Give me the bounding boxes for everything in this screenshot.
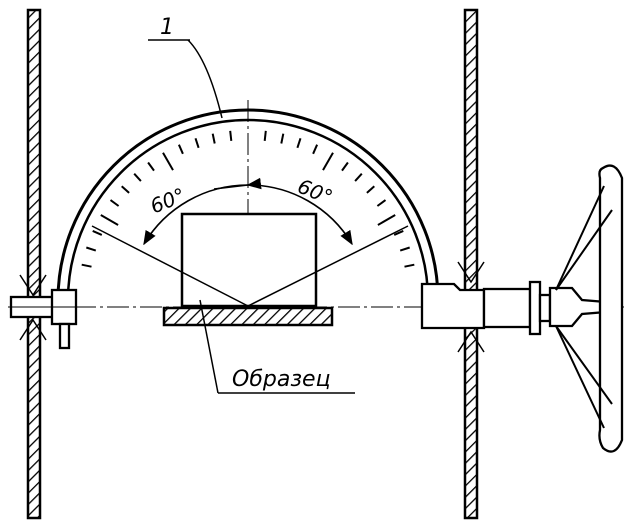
left-wall [26,8,42,520]
dial-tick [312,144,319,155]
angle-rays [91,225,409,307]
dial-tick [229,130,233,142]
dial-tick [133,173,142,182]
dial-tick [263,130,267,142]
dial-tick [399,246,411,252]
dial-tick [85,246,97,252]
dial-tick [92,229,103,236]
right-clamp-assembly [420,280,612,336]
base-plate [162,306,334,327]
dial-tick [377,214,396,226]
dial-tick [296,137,302,149]
right-clamp-arrows [457,261,485,353]
dial-tick [376,199,387,207]
dial-tick [162,152,174,171]
dial-tick [81,263,92,268]
dial-tick [341,161,349,172]
specimen-label: Образец [232,367,331,392]
dial-tick [366,185,375,194]
specimen-block [180,212,318,308]
dial-tick [109,199,120,207]
left-clamp-arrows [19,274,47,341]
left-clamp [9,288,78,350]
angle-arcs [143,177,353,246]
dial-tick [211,133,216,144]
dial-tick [121,185,130,194]
dial-arc [56,108,440,301]
dial-graduations [81,130,415,268]
dial-tick [194,137,200,149]
angle-label-right: 60° [294,174,336,210]
specimen-leader [199,299,355,394]
dial-tick [354,173,363,182]
dial-tick [177,144,184,155]
handwheel [555,164,624,453]
part-1-leader [148,39,223,119]
dial-tick [280,133,285,144]
right-wall [463,8,479,520]
dial-tick [404,263,415,268]
dial-tick [147,161,155,172]
dial-tick [100,214,119,226]
dial-tick [322,152,334,171]
dial-tick [393,229,404,236]
part-number-label: 1 [160,15,174,40]
